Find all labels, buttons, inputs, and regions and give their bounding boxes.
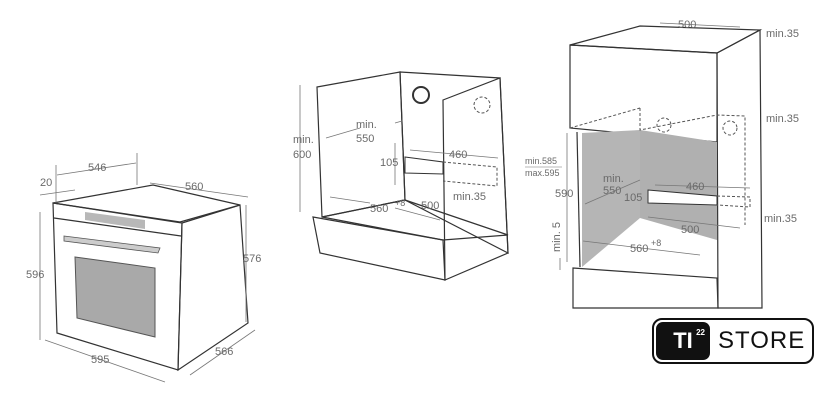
oven-width-595: 595 xyxy=(91,354,109,366)
column-niche-back xyxy=(640,130,717,240)
column-right-panel xyxy=(716,29,763,309)
oven-depth-546: 546 xyxy=(88,162,106,174)
oven-dimension-lines xyxy=(39,153,256,383)
oven-height-576: 576 xyxy=(243,253,261,265)
uc-min-label-2: min. xyxy=(356,119,377,131)
column-cabinet xyxy=(559,22,763,309)
oven-window xyxy=(74,256,156,338)
vent-slot xyxy=(404,156,444,175)
col-height-590: 590 xyxy=(555,188,573,200)
uc-min-label: min. xyxy=(293,134,314,146)
col-depth-550: 550 xyxy=(603,185,621,197)
logo-text: STORE xyxy=(718,327,806,354)
cabinet-plinth xyxy=(312,216,446,281)
uc-depth-500: 500 xyxy=(421,200,439,212)
column-lower-cabinet xyxy=(572,267,719,309)
col-width-tolerance: +8 xyxy=(651,238,661,248)
column-niche-left xyxy=(582,130,640,267)
cabinet-floor xyxy=(321,199,509,241)
col-gap-lower: min.35 xyxy=(764,213,797,225)
logo-mark-text: TI xyxy=(673,328,693,353)
cabinet-right-panel xyxy=(442,77,509,281)
uc-width-tolerance: +8 xyxy=(395,198,405,208)
uc-width-560: 560 xyxy=(370,203,388,215)
uc-vent-width-460: 460 xyxy=(449,149,467,161)
uc-vent-height-105: 105 xyxy=(380,157,398,169)
oven-side xyxy=(177,204,249,372)
vent-hole xyxy=(412,86,430,104)
col-bottom-gap: min. 5 xyxy=(551,222,563,252)
col-range-min: min.585 xyxy=(525,156,557,166)
oven-offset-20: 20 xyxy=(40,177,52,189)
oven-width-566: 566 xyxy=(215,346,233,358)
uc-gap-min35: min.35 xyxy=(453,191,486,203)
column-upper-box xyxy=(569,44,718,143)
uc-height-600: 600 xyxy=(293,149,311,161)
col-min-label: min. xyxy=(603,173,624,185)
oven-top xyxy=(52,184,241,223)
column-vent-hole xyxy=(656,117,672,133)
col-vent-width-460: 460 xyxy=(686,181,704,193)
oven-handle xyxy=(63,235,161,254)
col-depth-500: 500 xyxy=(681,224,699,236)
under-counter-cabinet xyxy=(299,71,509,281)
oven-height-596: 596 xyxy=(26,269,44,281)
column-top xyxy=(569,25,763,54)
vent-hole-hidden xyxy=(473,96,491,114)
oven-control-panel xyxy=(85,212,145,229)
col-vent-height-105: 105 xyxy=(624,192,642,204)
logo-superscript: 22 xyxy=(696,328,705,337)
oven-panel-line xyxy=(53,217,182,237)
col-width-560: 560 xyxy=(630,243,648,255)
oven-depth-560: 560 xyxy=(185,181,203,193)
col-gap-top: min.35 xyxy=(766,28,799,40)
col-gap-middle: min.35 xyxy=(766,113,799,125)
uc-depth-550: 550 xyxy=(356,133,374,145)
oven-drawing xyxy=(52,184,249,372)
col-top-depth-500: 500 xyxy=(678,19,696,31)
column-vent-hole-side xyxy=(722,120,738,136)
oven-front xyxy=(52,202,183,371)
col-range-max: max.595 xyxy=(525,168,560,178)
